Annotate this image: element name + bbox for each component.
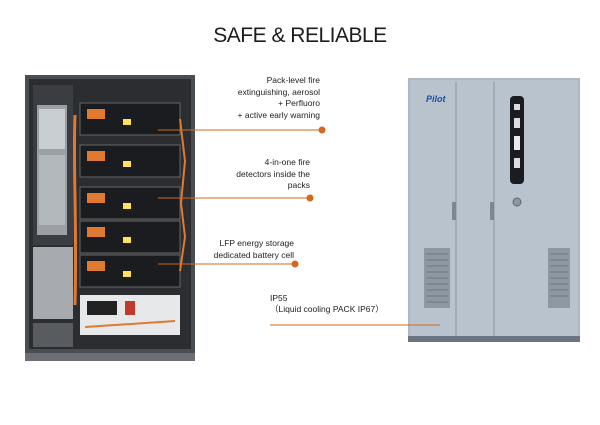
battery-pack-4 (79, 220, 181, 254)
brand-logo: Pilot (426, 94, 446, 104)
open-cabinet-image (25, 75, 195, 361)
closed-cabinet-image (408, 78, 580, 342)
battery-pack-1 (79, 102, 181, 136)
callout-dot-1 (318, 126, 326, 134)
callout-dot-3 (291, 260, 299, 268)
battery-pack-3 (79, 186, 181, 220)
battery-pack-5 (79, 254, 181, 288)
callout-fire-extinguishing: Pack-level fire extinguishing, aerosol +… (237, 75, 320, 120)
callout-dot-2 (306, 194, 314, 202)
page-title: SAFE & RELIABLE (213, 24, 387, 47)
ip-rating-label: IP55 （Liquid cooling PACK IP67） (270, 293, 384, 314)
callout-lfp-cell: LFP energy storage dedicated battery cel… (213, 238, 294, 260)
battery-pack-2 (79, 144, 181, 178)
callout-fire-detectors: 4-in-one fire detectors inside the packs (236, 157, 310, 190)
